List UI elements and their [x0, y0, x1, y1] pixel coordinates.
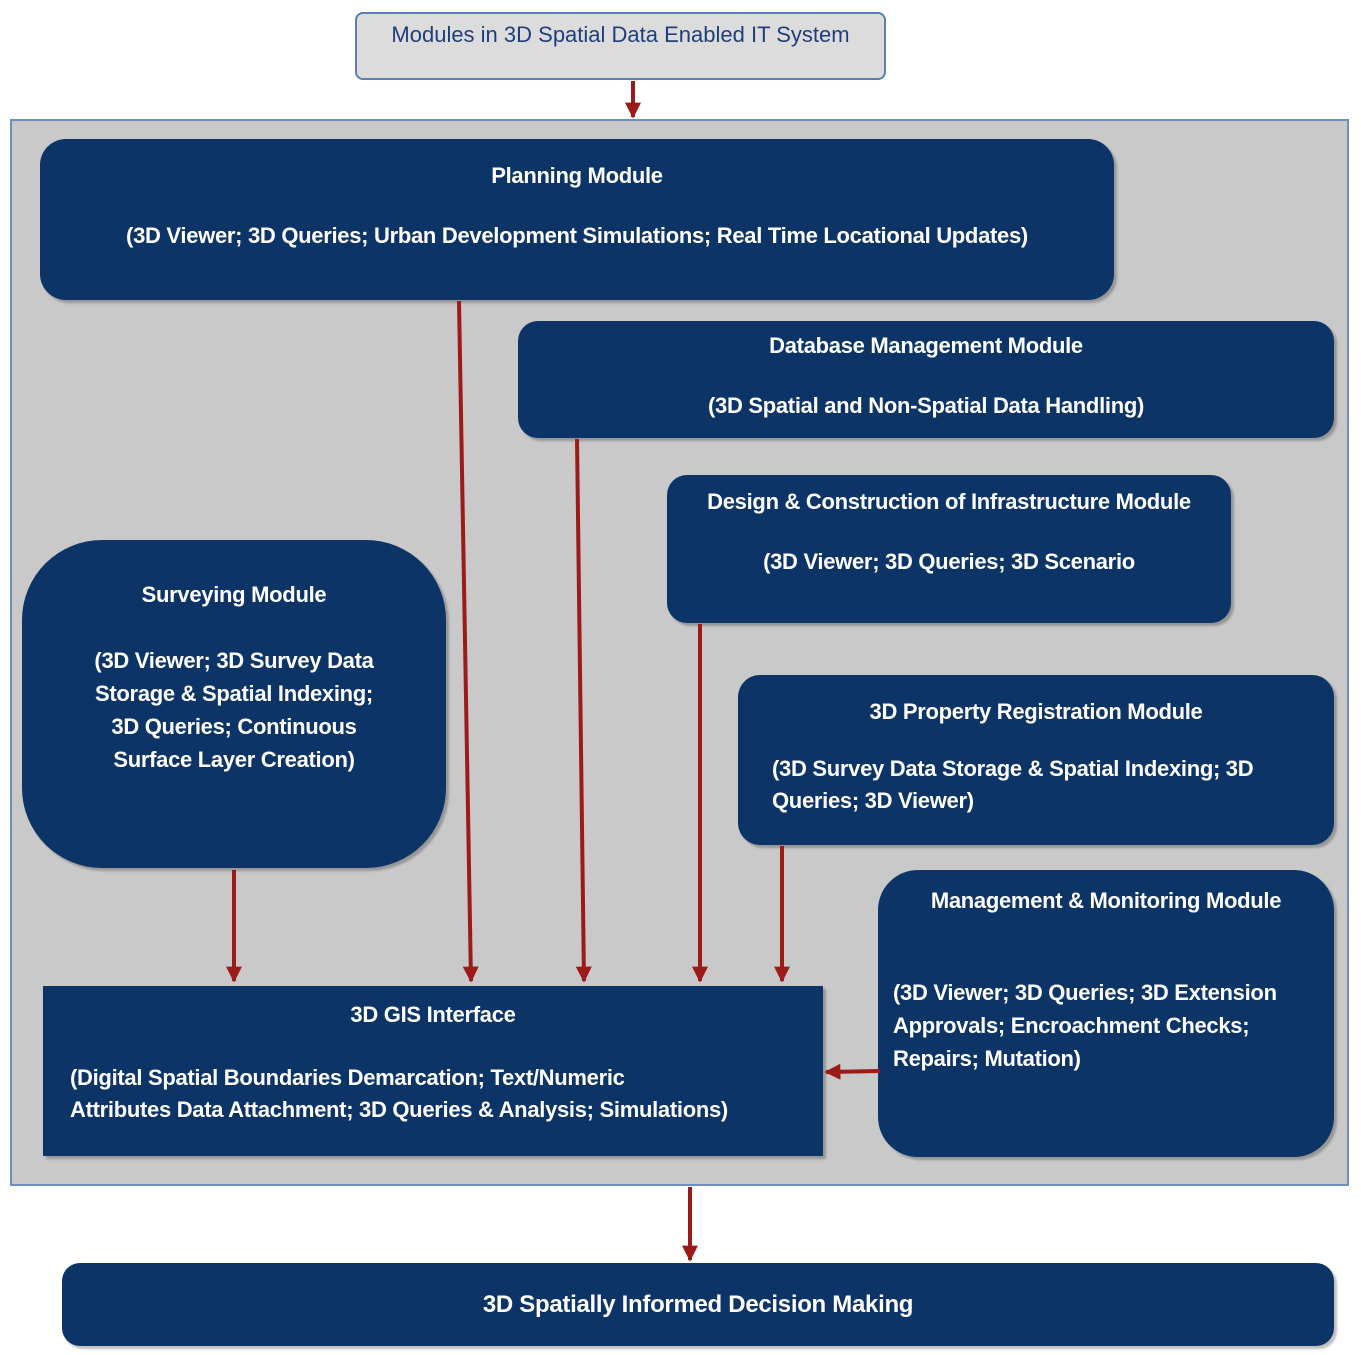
management-desc-line: (3D Viewer; 3D Queries; 3D Extension — [893, 980, 1277, 1005]
gis-desc-line: Attributes Data Attachment; 3D Queries &… — [70, 1097, 728, 1122]
property-registration-module: 3D Property Registration Module (3D Surv… — [738, 675, 1334, 845]
management-desc-line: Repairs; Mutation) — [893, 1046, 1081, 1071]
database-module-title: Database Management Module — [769, 333, 1083, 358]
database-management-module: Database Management Module (3D Spatial a… — [518, 321, 1334, 438]
property-desc-line: Queries; 3D Viewer) — [772, 788, 974, 813]
diagram-title-text: Modules in 3D Spatial Data Enabled IT Sy… — [391, 22, 850, 47]
diagram-title: Modules in 3D Spatial Data Enabled IT Sy… — [355, 12, 886, 80]
decision-making-label: 3D Spatially Informed Decision Making — [482, 1290, 914, 1318]
surveying-module-title: Surveying Module — [141, 582, 327, 607]
gis-interface: 3D GIS Interface (Digital Spatial Bounda… — [43, 986, 823, 1156]
planning-module-title: Planning Module — [491, 163, 663, 188]
surveying-desc-line: Storage & Spatial Indexing; — [95, 681, 373, 706]
management-monitoring-module: Management & Monitoring Module (3D Viewe… — [878, 870, 1334, 1157]
property-module-title: 3D Property Registration Module — [869, 699, 1203, 724]
planning-module: Planning Module (3D Viewer; 3D Queries; … — [40, 139, 1114, 300]
database-module-desc: (3D Spatial and Non-Spatial Data Handlin… — [708, 393, 1144, 418]
surveying-desc-line: Surface Layer Creation) — [113, 747, 355, 772]
property-desc-line: (3D Survey Data Storage & Spatial Indexi… — [772, 756, 1254, 781]
gis-desc-line: (Digital Spatial Boundaries Demarcation;… — [70, 1065, 625, 1090]
design-module-title: Design & Construction of Infrastructure … — [707, 489, 1191, 514]
surveying-desc-line: (3D Viewer; 3D Survey Data — [94, 648, 374, 673]
management-module-title: Management & Monitoring Module — [930, 888, 1282, 913]
surveying-desc-line: 3D Queries; Continuous — [111, 714, 357, 739]
management-desc-line: Approvals; Encroachment Checks; — [893, 1013, 1250, 1038]
design-module-desc: (3D Viewer; 3D Queries; 3D Scenario — [763, 549, 1135, 574]
decision-making-box: 3D Spatially Informed Decision Making — [62, 1263, 1334, 1346]
gis-interface-title: 3D GIS Interface — [350, 1002, 516, 1027]
planning-module-desc: (3D Viewer; 3D Queries; Urban Developmen… — [126, 223, 1028, 248]
design-construction-module: Design & Construction of Infrastructure … — [667, 475, 1231, 623]
surveying-module: Surveying Module (3D Viewer; 3D Survey D… — [22, 540, 446, 868]
